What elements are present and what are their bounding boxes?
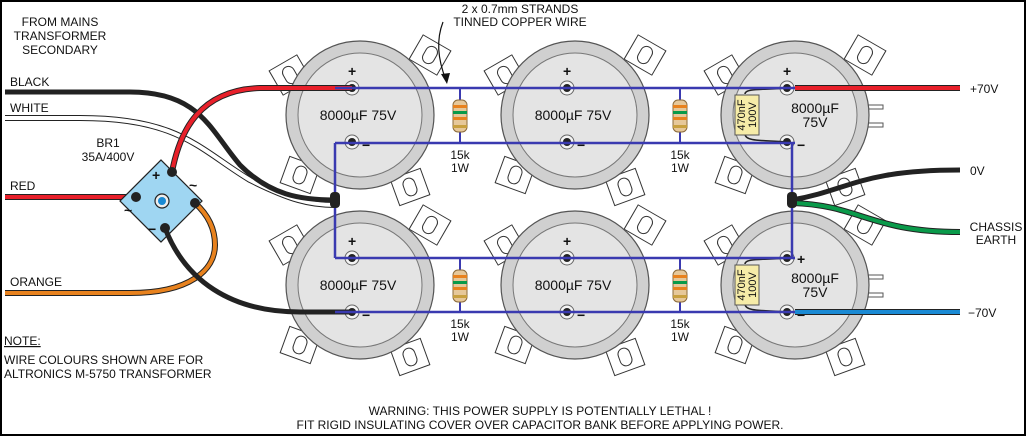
capacitor-label: 8000µF 75V — [535, 107, 612, 123]
black-input-wire — [5, 89, 336, 203]
resistor-band — [673, 281, 687, 284]
capacitor-minus: − — [362, 307, 370, 323]
resistor-band — [453, 111, 467, 114]
junction-nodes — [330, 192, 797, 208]
resistor-band — [673, 287, 687, 290]
black-negative-wire — [162, 227, 352, 315]
electrolytic-capacitor: + − 8000µF 75V — [285, 210, 435, 360]
mounting-bracket — [623, 34, 667, 76]
bridge-minus: − — [148, 221, 156, 237]
resistor-band — [673, 105, 687, 108]
bridge-ac-left: ~ — [124, 202, 132, 218]
svg-text:470nF100V: 470nF100V — [736, 269, 759, 300]
capacitor-label: 8000µF 75V — [320, 107, 397, 123]
electrolytic-capacitor: + − 8000µF 75V — [500, 210, 650, 360]
black-label: BLACK — [10, 75, 49, 89]
resistor-band — [673, 275, 687, 278]
capacitor-plus: + — [563, 233, 571, 249]
capacitor-plus: + — [797, 251, 805, 267]
copper-bus-wires — [333, 86, 795, 314]
capacitor-minus: − — [797, 137, 805, 153]
note-title: NOTE: — [4, 334, 41, 348]
zero-output-wire — [791, 167, 961, 203]
capacitor-minus: − — [362, 137, 370, 153]
capacitor-plus: + — [348, 233, 356, 249]
capacitor-label: 8000µF 75V — [535, 277, 612, 293]
orange-label: ORANGE — [10, 275, 62, 289]
capacitor-plus: + — [348, 63, 356, 79]
mounting-bracket — [408, 34, 452, 76]
resistor-band — [453, 295, 467, 298]
capacitor-minus: − — [577, 137, 585, 153]
electrolytic-capacitor: + − 8000µF 75V — [285, 40, 435, 190]
mounting-bracket — [824, 337, 866, 377]
bridge-terminals — [131, 167, 200, 233]
resistor-band — [673, 125, 687, 128]
capacitor-plus: + — [563, 63, 571, 79]
electrolytic-capacitor: + − 8000µF 75V — [500, 40, 650, 190]
capacitor-label: 8000µF 75V — [320, 277, 397, 293]
resistor-band — [453, 281, 467, 284]
pos-output-label: +70V — [970, 82, 998, 96]
resistor-band — [673, 117, 687, 120]
resistor-band — [673, 111, 687, 114]
note-line: WIRE COLOURS SHOWN ARE FOR — [4, 353, 204, 367]
mounting-bracket — [408, 204, 452, 246]
red-label: RED — [10, 179, 36, 193]
zero-output-label: 0V — [970, 164, 985, 178]
bypass-capacitor: 470nF100V — [734, 257, 788, 313]
bridge-ac-right: ~ — [189, 177, 197, 193]
resistor-band — [453, 125, 467, 128]
resistor-band — [453, 117, 467, 120]
mounting-bracket — [843, 34, 887, 76]
svg-text:470nF100V: 470nF100V — [736, 99, 759, 130]
white-wire — [5, 115, 336, 208]
bridge-plus: + — [152, 167, 160, 183]
white-label: WHITE — [10, 101, 49, 115]
neg-output-label: −70V — [968, 306, 996, 320]
capacitor-plus: + — [783, 63, 791, 79]
warning-line: WARNING: THIS POWER SUPPLY IS POTENTIALL… — [369, 404, 712, 418]
bridge-rectifier: + − ~ ~ — [119, 159, 203, 243]
resistor-band — [673, 295, 687, 298]
mounting-bracket — [623, 204, 667, 246]
resistor-band — [453, 275, 467, 278]
capacitor-minus: − — [577, 307, 585, 323]
bypass-capacitor: 470nF100V — [734, 87, 788, 143]
resistor-band — [453, 287, 467, 290]
note-line: ALTRONICS M-5750 TRANSFORMER — [4, 367, 212, 381]
resistor-band — [453, 105, 467, 108]
warning-line: FIT RIGID INSULATING COVER OVER CAPACITO… — [297, 418, 784, 432]
